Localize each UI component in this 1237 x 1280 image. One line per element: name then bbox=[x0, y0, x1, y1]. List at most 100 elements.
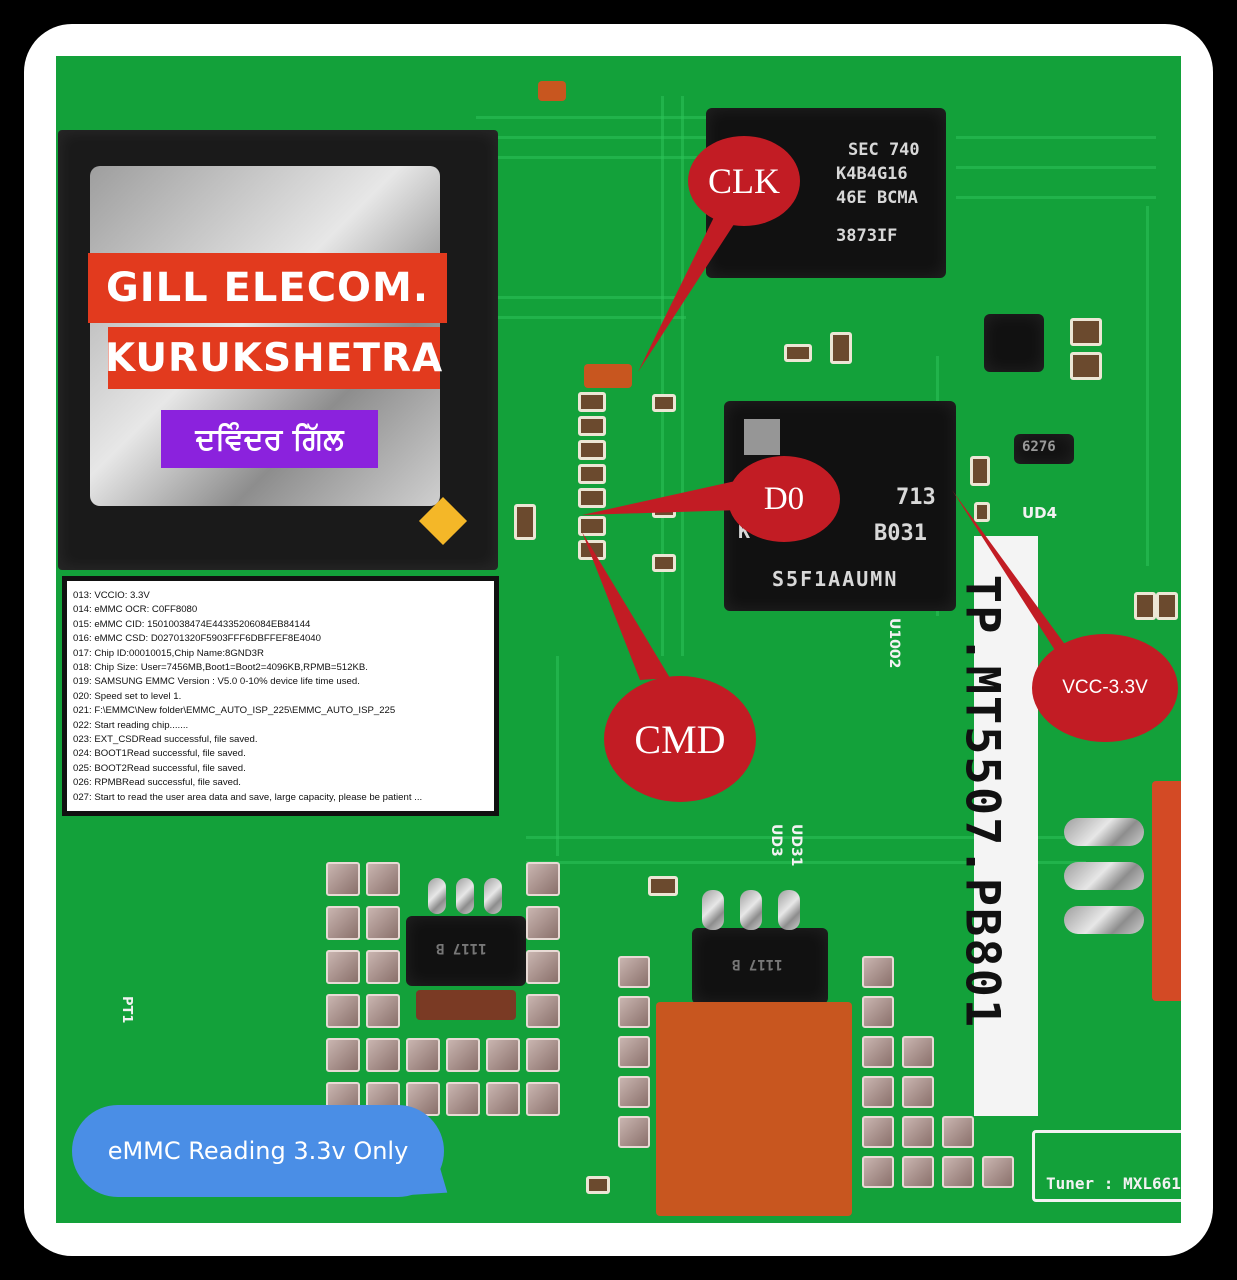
regulator-pin bbox=[428, 878, 446, 914]
solder-pad bbox=[862, 1116, 894, 1148]
ram-label-line1: SEC 740 bbox=[848, 140, 920, 160]
clk-test-point bbox=[652, 394, 676, 412]
inductor-chip bbox=[984, 314, 1044, 372]
solder-pad bbox=[862, 1076, 894, 1108]
solder-pad bbox=[902, 1036, 934, 1068]
solder-pad bbox=[446, 1038, 480, 1072]
pcb-trace bbox=[661, 96, 664, 656]
solder-pad bbox=[862, 996, 894, 1028]
regulator-pin bbox=[484, 878, 502, 914]
solder-pad bbox=[326, 906, 360, 940]
pcb-trace bbox=[526, 836, 1086, 839]
log-line: 016: eMMC CSD: D02701320F5903FFF6DBFFEF8… bbox=[73, 633, 321, 645]
smd-capacitor bbox=[1070, 352, 1102, 380]
solder-pad bbox=[526, 994, 560, 1028]
log-line: 021: F:\EMMC\New folder\EMMC_AUTO_ISP_22… bbox=[73, 705, 396, 717]
solder-pad bbox=[486, 1038, 520, 1072]
solder-pad bbox=[862, 1156, 894, 1188]
smd-component bbox=[830, 332, 852, 364]
log-line: 019: SAMSUNG EMMC Version : V5.0 0-10% d… bbox=[73, 676, 360, 688]
regulator-chip-left: 1117 B bbox=[406, 916, 526, 986]
solder-pad bbox=[526, 906, 560, 940]
solder-pad bbox=[366, 994, 400, 1028]
solder-pad bbox=[618, 1116, 650, 1148]
solder-pad bbox=[366, 862, 400, 896]
solder-pad bbox=[366, 950, 400, 984]
ram-label-line3: 46E BCMA bbox=[836, 188, 918, 208]
pcb-trace bbox=[956, 166, 1156, 169]
solder-pad bbox=[902, 1116, 934, 1148]
solder-pad bbox=[326, 950, 360, 984]
smd-component bbox=[970, 456, 990, 486]
log-line: 013: VCCIO: 3.3V bbox=[73, 590, 150, 601]
pcb-trace bbox=[476, 116, 706, 119]
orange-pad bbox=[538, 81, 566, 101]
solder-pad bbox=[902, 1156, 934, 1188]
log-line: 020: Speed set to level 1. bbox=[73, 690, 182, 702]
solder-pad bbox=[942, 1156, 974, 1188]
pcb-trace bbox=[476, 156, 706, 159]
emmc-label-b031: B031 bbox=[874, 521, 927, 546]
regulator-chip-small: 6276 bbox=[1014, 434, 1074, 464]
log-line: 014: eMMC OCR: C0FF8080 bbox=[73, 604, 198, 616]
ram-label-line2: K4B4G16 bbox=[836, 164, 908, 184]
solder-pad bbox=[942, 1116, 974, 1148]
smd-component bbox=[578, 392, 606, 412]
smd-component bbox=[514, 504, 536, 540]
solder-pad bbox=[618, 996, 650, 1028]
log-line: 023: EXT_CSDRead successful, file saved. bbox=[73, 734, 258, 746]
copper-heatsink-pad bbox=[656, 1002, 852, 1216]
solder-pad bbox=[366, 906, 400, 940]
qr-code-mark bbox=[744, 419, 780, 455]
solder-pad bbox=[526, 862, 560, 896]
log-line: 017: Chip ID:00010015,Chip Name:8GND3R bbox=[73, 647, 264, 659]
solder-pad bbox=[326, 994, 360, 1028]
smd-component bbox=[578, 488, 606, 508]
solder-pad bbox=[326, 862, 360, 896]
solder-pad bbox=[326, 1038, 360, 1072]
regulator-chip-right: 1117 B bbox=[692, 928, 828, 1004]
shop-location-banner: KURUKSHETRA bbox=[105, 327, 442, 389]
log-line: 018: Chip Size: User=7456MB,Boot1=Boot2=… bbox=[73, 662, 368, 674]
callout-d0: D0 bbox=[728, 456, 840, 542]
smd-component bbox=[578, 516, 606, 536]
pcb-trace bbox=[526, 861, 1086, 864]
smd-component bbox=[648, 876, 678, 896]
smd-component bbox=[586, 1176, 610, 1194]
solder-pad bbox=[618, 956, 650, 988]
reg1-label: 1117 B bbox=[436, 940, 487, 956]
solder-pad bbox=[526, 1082, 560, 1116]
pcb-trace bbox=[476, 316, 686, 319]
solder-pad bbox=[446, 1082, 480, 1116]
pcb-trace bbox=[556, 656, 559, 856]
smd-capacitor bbox=[1070, 318, 1102, 346]
regulator-pin bbox=[456, 878, 474, 914]
solder-pad bbox=[526, 950, 560, 984]
smd-component bbox=[1134, 592, 1156, 620]
emmc-label-713: 713 bbox=[896, 485, 936, 510]
solder-pad bbox=[862, 1036, 894, 1068]
solder-pad bbox=[618, 1076, 650, 1108]
note-bubble: eMMC Reading 3.3v Only bbox=[72, 1105, 444, 1197]
label-pt1: PT1 bbox=[119, 996, 134, 1024]
pcb-trace bbox=[956, 136, 1156, 139]
tuner-label: Tuner : MXL661 bbox=[1046, 1174, 1181, 1193]
pcb-trace bbox=[476, 136, 706, 139]
log-line: 026: RPMBRead successful, file saved. bbox=[73, 777, 241, 789]
solder-pad bbox=[366, 1038, 400, 1072]
board-model-text: TP.MT5507.PB801 bbox=[954, 574, 1010, 1030]
log-line: 024: BOOT1Read successful, file saved. bbox=[73, 748, 246, 760]
regulator-pin bbox=[702, 890, 724, 930]
pcb-trace bbox=[681, 96, 684, 656]
solder-pad bbox=[526, 1038, 560, 1072]
solder-pad bbox=[902, 1076, 934, 1108]
solder-pad bbox=[862, 956, 894, 988]
callout-clk: CLK bbox=[688, 136, 800, 226]
smd-component bbox=[578, 464, 606, 484]
reg2-label: 1117 B bbox=[732, 956, 783, 972]
label-ud31: UD31 bbox=[788, 824, 804, 867]
smd-component bbox=[578, 540, 606, 560]
connector-pad bbox=[1152, 781, 1181, 1001]
smd-component bbox=[652, 500, 676, 518]
regulator-tab bbox=[416, 990, 516, 1020]
